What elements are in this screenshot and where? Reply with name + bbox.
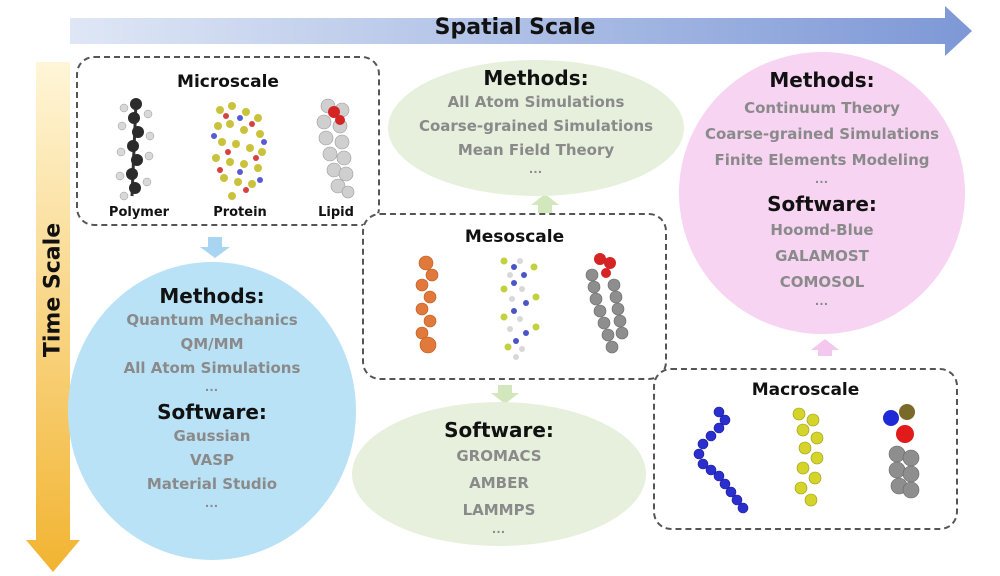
micro-software-header: Software: [157, 400, 267, 424]
mesoscale-title: Mesoscale [464, 227, 565, 247]
meso-software-header: Software: [444, 418, 554, 442]
lipid-molecule-icon [316, 98, 355, 199]
macro-method-item: Coarse-grained Simulations [704, 125, 940, 143]
spatial-scale-label: Spatial Scale [434, 15, 596, 40]
macroscale-title: Macroscale [751, 380, 860, 400]
mesoscale-methods-bubble: Methods: All Atom Simulations Coarse-gra… [388, 60, 684, 196]
macro-method-item: Finite Elements Modeling [714, 151, 930, 169]
micro-software-item: Gaussian [173, 427, 251, 445]
lipid-label: Lipid [318, 205, 354, 220]
protein-molecule-icon [211, 102, 267, 200]
meso-software-ellipsis: … [491, 520, 507, 536]
meso-software-item: GROMACS [456, 447, 542, 465]
arrow-meso-to-software [491, 385, 519, 404]
macroscale-box: Macroscale [653, 368, 958, 530]
time-scale-label: Time Scale [40, 222, 66, 358]
micro-method-item: Quantum Mechanics [126, 311, 298, 329]
microscale-title: Microscale [177, 72, 279, 92]
multicolor-chain-molecule-icon [883, 404, 920, 499]
meso-software-item: LAMMPS [462, 501, 536, 519]
micro-methods-header: Methods: [159, 284, 265, 308]
mesoscale-software-bubble: Software: GROMACS AMBER LAMMPS … [352, 402, 646, 546]
polymer-molecule-icon [115, 98, 155, 201]
micro-software-ellipsis: … [204, 494, 220, 510]
micro-method-item: QM/MM [180, 335, 244, 353]
spatial-scale-arrow [70, 6, 972, 56]
macro-software-item: GALAMOST [775, 247, 869, 265]
blue-yellow-coarse-molecule-icon [500, 257, 540, 360]
arrow-micro-to-bubble [200, 237, 230, 258]
meso-methods-ellipsis: … [528, 160, 544, 176]
micro-software-item: Material Studio [146, 475, 278, 493]
macro-software-ellipsis: … [814, 292, 830, 308]
microscale-box: Microscale [76, 56, 380, 226]
meso-method-item: Mean Field Theory [457, 141, 615, 159]
microscale-methods-bubble: Methods: Quantum Mechanics QM/MM All Ato… [68, 262, 356, 560]
meso-method-item: All Atom Simulations [447, 93, 625, 111]
protein-label: Protein [213, 205, 267, 220]
macro-methods-ellipsis: … [814, 170, 830, 186]
micro-methods-ellipsis: … [204, 378, 220, 394]
micro-method-item: All Atom Simulations [123, 359, 301, 377]
meso-method-item: Coarse-grained Simulations [418, 117, 654, 135]
gray-red-coarse-molecule-icon [585, 253, 629, 354]
time-scale-arrow [26, 62, 80, 572]
yellow-chain-molecule-icon [792, 407, 824, 507]
macroscale-methods-bubble: Methods: Continuum Theory Coarse-grained… [679, 52, 965, 334]
macro-software-header: Software: [767, 192, 877, 216]
macro-method-item: Continuum Theory [744, 99, 900, 117]
polymer-label: Polymer [108, 205, 170, 220]
orange-coarse-molecule-icon [415, 255, 439, 354]
macro-software-item: Hoomd-Blue [770, 221, 874, 239]
arrow-macro-to-bubble [811, 339, 839, 356]
arrow-meso-to-methods [531, 194, 559, 213]
mesoscale-box: Mesoscale [362, 213, 667, 380]
macro-methods-header: Methods: [769, 68, 875, 92]
blue-chain-molecule-icon [693, 406, 749, 514]
meso-methods-header: Methods: [483, 66, 589, 90]
micro-software-item: VASP [190, 451, 234, 469]
macro-software-item: COMOSOL [779, 273, 865, 291]
meso-software-item: AMBER [469, 474, 529, 492]
